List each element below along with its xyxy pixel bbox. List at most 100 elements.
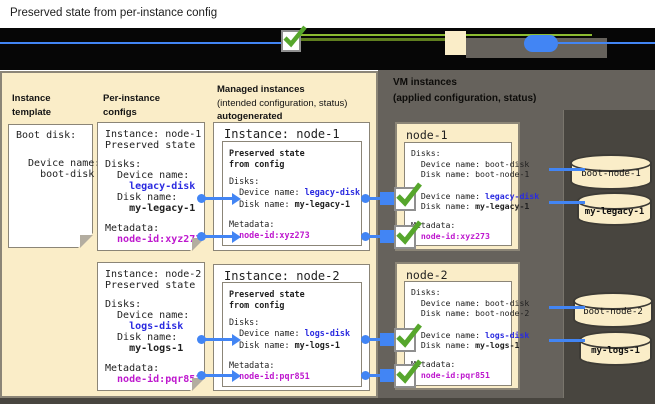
- connector-line: [205, 197, 233, 200]
- connector-line: [368, 235, 382, 238]
- disk-label: my-logs-1: [591, 346, 640, 356]
- metadata-line: node-id:pqr851: [411, 370, 511, 381]
- fold-corner-flap: [80, 235, 93, 248]
- metadata-value: node-id:xyz273: [420, 230, 490, 241]
- disk-name-label: Disk name:: [105, 192, 178, 203]
- connector-line: [205, 338, 233, 341]
- preserved-state-line: Preserved state: [105, 280, 196, 291]
- connector-dot: [361, 232, 370, 241]
- legend-preserved-state-swatch: [445, 31, 466, 55]
- metadata-label: Metadata:: [411, 219, 456, 230]
- from-config-line: from config: [229, 159, 285, 170]
- connector-dot: [197, 371, 206, 380]
- device-name-value: legacy-disk: [304, 187, 361, 198]
- from-config-line: from config: [229, 300, 285, 311]
- boot-disk-line: Disk name: boot-node-1: [411, 169, 530, 180]
- bottom-strip: [0, 398, 655, 404]
- disk-cylinder-my-logs-1: my-logs-1: [579, 331, 652, 366]
- header-line: Managed instances: [217, 84, 305, 95]
- disk-name-value: my-logs-1: [475, 340, 520, 351]
- disks-label: Disks:: [411, 148, 441, 158]
- connector-dot: [361, 194, 370, 203]
- disk-cylinder-my-legacy-1: my-legacy-1: [577, 192, 652, 226]
- vm-inner-box-node-2: Disks: Device name: boot-disk Disk name:…: [404, 281, 530, 386]
- connector-line: [368, 338, 382, 341]
- header-line: autogenerated: [217, 111, 283, 122]
- per-instance-config-card-node-2: Instance: node-2 Preserved state Disks: …: [97, 262, 205, 391]
- vm-title: node-2: [406, 268, 448, 282]
- disk-name-value: my-legacy-1: [105, 203, 196, 214]
- managed-instance-inner-box-node-1: Preserved state from config Disks: Devic…: [222, 141, 362, 246]
- device-name-label: Device name:: [411, 329, 485, 340]
- metadata-line: node-id:pqr851: [229, 371, 361, 382]
- page-title: Preserved state from per-instance config: [10, 7, 218, 19]
- metadata-line: node-id:xyz273: [411, 231, 511, 242]
- disk-name-value: my-legacy-1: [475, 201, 530, 212]
- device-name-label: Device name:: [229, 328, 305, 339]
- disk-label: my-legacy-1: [584, 207, 645, 217]
- per-instance-config-card-node-1: Instance: node-1 Preserved state Disks: …: [97, 122, 205, 251]
- legend-green-arrow-dark: [300, 38, 446, 41]
- disk-name-label: Disk name:: [229, 198, 295, 209]
- device-name-value: logs-disk: [484, 329, 530, 340]
- disk-name-label: Disk name:: [411, 201, 476, 212]
- disks-label: Disks:: [229, 175, 260, 186]
- device-name-label: Device name:: [105, 170, 190, 181]
- managed-instance-inner-box-node-2: Preserved state from config Disks: Devic…: [222, 282, 362, 387]
- preserved-state-line: Preserved state: [105, 140, 196, 151]
- metadata-value: node-id:xyz273: [105, 234, 202, 245]
- legend-band: [0, 25, 655, 70]
- fold-corner-flap: [192, 378, 205, 391]
- column-header-per-instance-configs: Per-instance configs: [103, 92, 160, 119]
- disk-name-value: my-logs-1: [105, 343, 184, 354]
- disk-name-line: Disk name: my-legacy-1: [229, 199, 361, 210]
- connector-dot: [361, 335, 370, 344]
- header-line: configs: [103, 106, 137, 118]
- metadata-label: Metadata:: [105, 363, 160, 374]
- vm-inner-box-node-1: Disks: Device name: boot-disk Disk name:…: [404, 142, 539, 246]
- connector-dot: [197, 194, 206, 203]
- connector-stub: [380, 230, 396, 243]
- device-name-line: Device name: logs-disk: [229, 328, 361, 339]
- disk-connector-line: [549, 339, 585, 342]
- device-name-label: Device name:: [411, 190, 485, 201]
- metadata-label: Metadata:: [229, 218, 275, 229]
- header-line: Instance: [12, 93, 51, 104]
- legend-blue-line-left: [0, 42, 288, 44]
- connector-line: [368, 197, 382, 200]
- device-name-value: legacy-disk: [484, 190, 540, 201]
- disk-cylinder-boot-node-2: boot-node-2: [573, 292, 653, 328]
- device-name-line: Device name: legacy-disk: [229, 187, 361, 198]
- connector-line: [368, 374, 382, 377]
- column-header-managed-instances: Managed instances (intended configuratio…: [217, 83, 347, 124]
- vm-title: node-1: [406, 128, 448, 142]
- applied-checkmark-icon: [394, 323, 422, 352]
- disk-name-value: my-logs-1: [294, 339, 340, 350]
- instance-line: Instance: node-1: [105, 129, 202, 140]
- connector-arrowhead: [232, 334, 241, 346]
- device-name-value: legacy-disk: [105, 181, 196, 192]
- connector-stub: [380, 369, 396, 382]
- boot-device-line: Device name: boot-disk: [411, 297, 530, 308]
- connector-arrowhead: [232, 231, 241, 243]
- disk-label: boot-node-2: [583, 307, 643, 317]
- disk-connector-line: [549, 168, 585, 171]
- device-name-label: Device name:: [105, 310, 190, 321]
- disks-label: Disks:: [105, 299, 142, 310]
- disk-connector-line: [549, 201, 585, 204]
- preserved-state-line: Preserved state: [229, 289, 305, 299]
- boot-disk-line: Disk name: boot-node-2: [411, 308, 530, 319]
- legend-reference-pill: [524, 35, 558, 52]
- vm-panel-header-line1: VM instances: [393, 77, 457, 88]
- device-name-value: logs-disk: [105, 321, 184, 332]
- metadata-value: node-id:pqr851: [239, 371, 310, 382]
- disks-label: Disks:: [411, 287, 441, 297]
- header-line: Per-instance: [103, 93, 161, 104]
- connector-arrowhead: [232, 370, 241, 382]
- boot-disk-label: Boot disk:: [16, 130, 77, 141]
- fold-corner-flap: [192, 238, 205, 251]
- disk-name-label: Disk name:: [411, 340, 476, 351]
- metadata-label: Metadata:: [229, 359, 275, 370]
- instance-template-card: Boot disk: Device name: boot-disk: [8, 124, 100, 248]
